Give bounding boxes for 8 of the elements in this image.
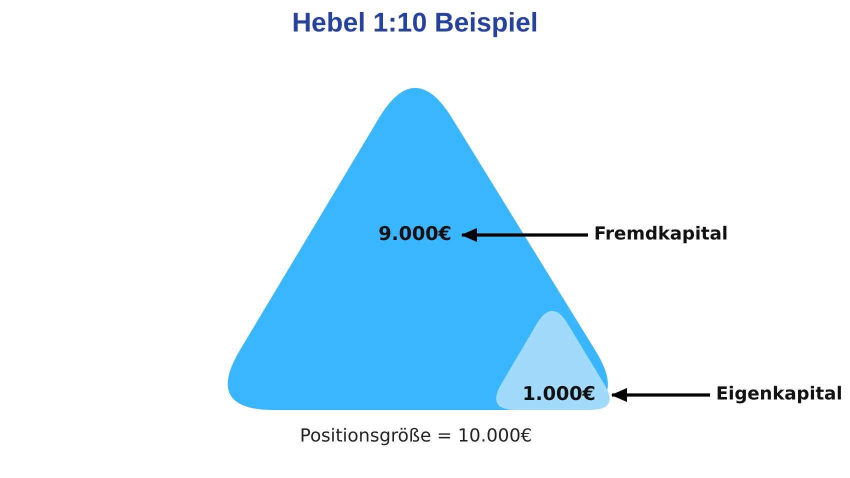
formula-text: Positionsgröße = 10.000€ [300, 426, 532, 448]
arrow [611, 388, 710, 402]
arrow [461, 228, 588, 242]
term-label: Eigenkapital [716, 384, 842, 406]
amount-label: 9.000€ [378, 224, 452, 246]
term-label: Fremdkapital [594, 224, 728, 246]
title: Hebel 1:10 Beispiel [292, 7, 538, 39]
amount-label: 1.000€ [522, 384, 596, 406]
